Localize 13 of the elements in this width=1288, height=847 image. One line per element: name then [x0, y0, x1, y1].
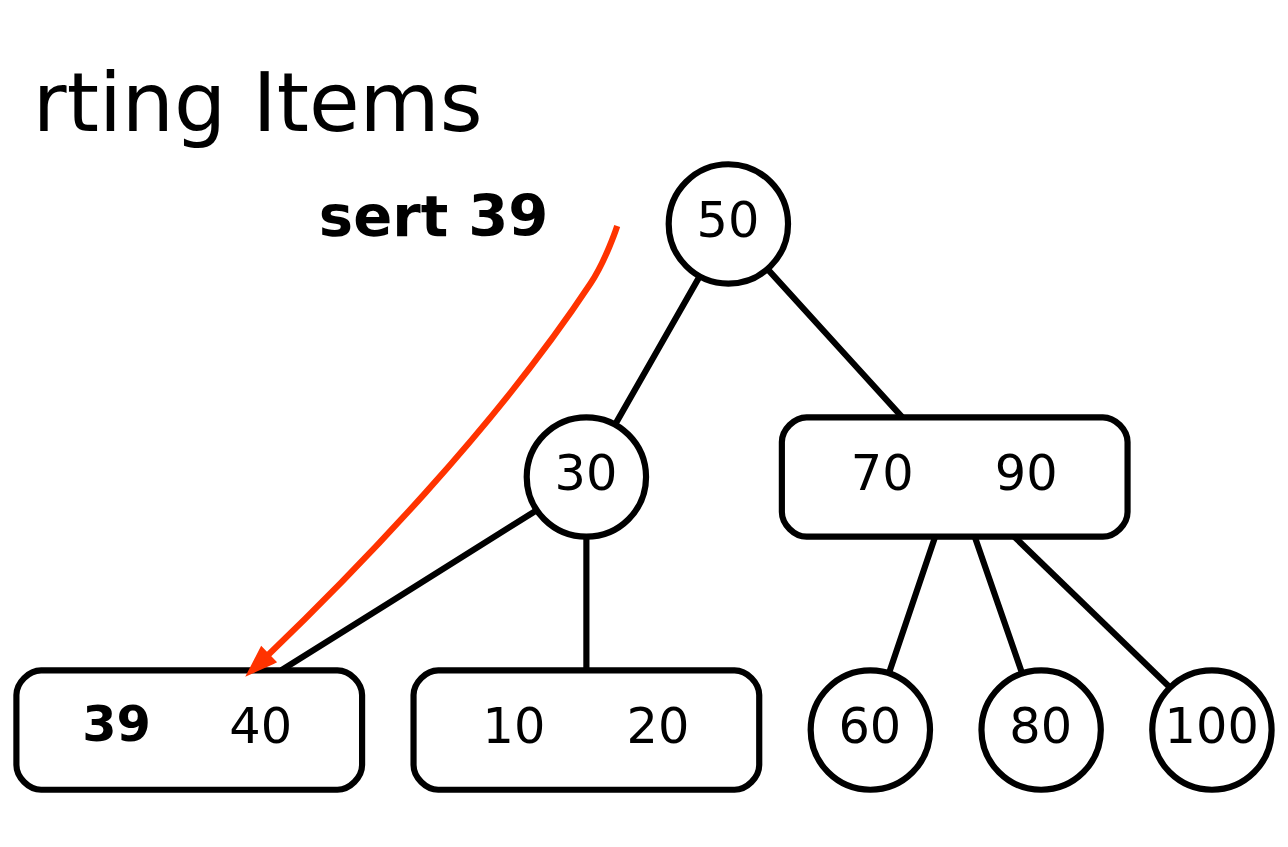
label: sert 39	[318, 183, 549, 251]
connector	[612, 274, 703, 427]
diagram-title: rting Items	[32, 55, 483, 151]
node-circle: 100	[1149, 667, 1275, 793]
node-box: 70 90	[778, 414, 1131, 540]
arrow	[245, 225, 621, 677]
node-box: 10 20	[410, 667, 763, 793]
node-circle: 60	[807, 667, 934, 793]
node-circle: 30	[523, 414, 650, 540]
connector	[583, 536, 590, 670]
node-circle: 50	[665, 161, 792, 287]
node-circle: 80	[978, 667, 1104, 793]
node-box: 39 40	[13, 667, 366, 793]
